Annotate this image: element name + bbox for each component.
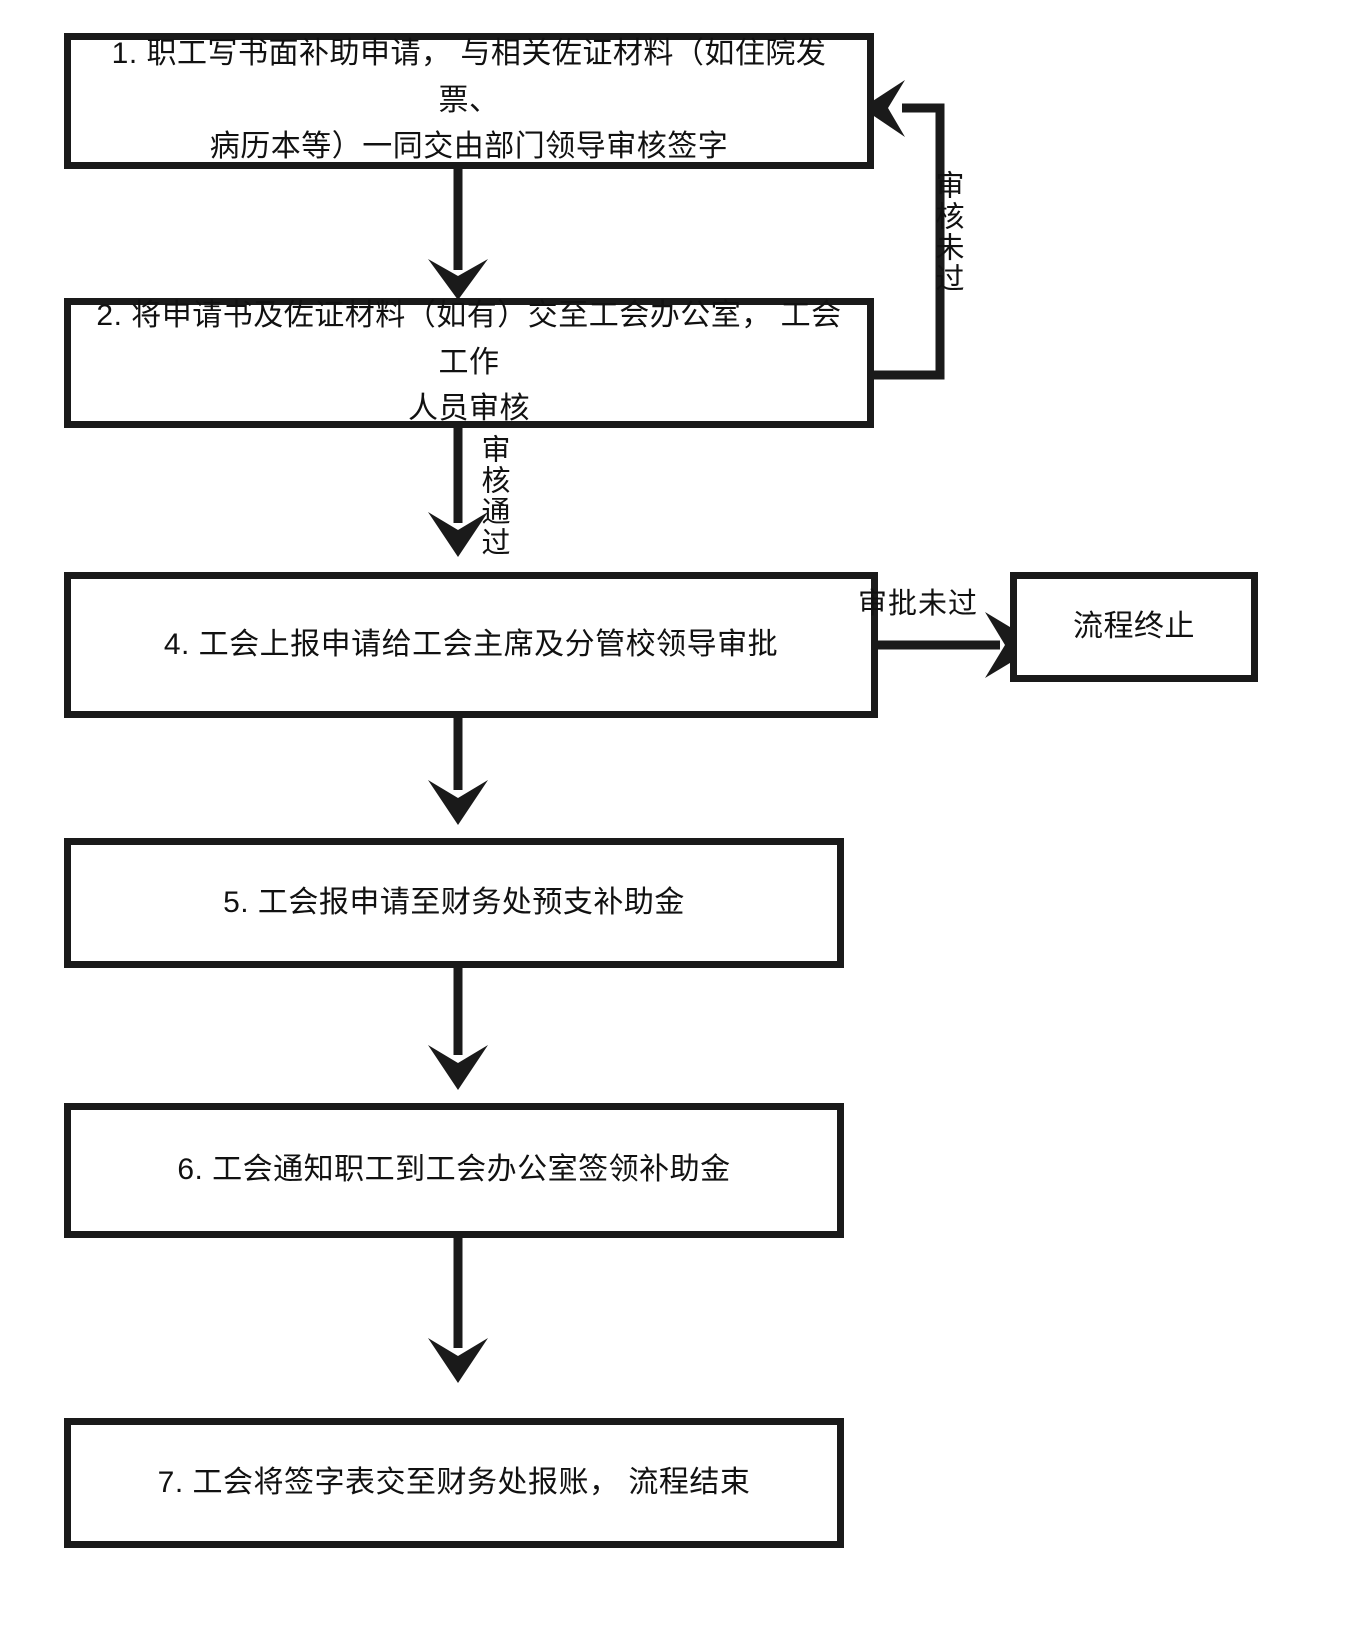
- node-step1[interactable]: 1. 职工写书面补助申请， 与相关佐证材料（如住院发票、 病历本等）一同交由部门…: [64, 33, 874, 169]
- node-step7[interactable]: 7. 工会将签字表交至财务处报账， 流程结束: [64, 1418, 844, 1548]
- node-step2-label: 2. 将申请书及佐证材料（如有）交至工会办公室， 工会工作 人员审核: [96, 299, 842, 426]
- node-step4-label: 4. 工会上报申请给工会主席及分管校领导审批: [163, 627, 779, 661]
- node-step5-label: 5. 工会报申请至财务处预支补助金: [223, 885, 685, 919]
- connector-step6-step7: [428, 1238, 488, 1383]
- node-step1-label: 1. 职工写书面补助申请， 与相关佐证材料（如住院发票、 病历本等）一同交由部门…: [111, 37, 827, 164]
- edge-label-review-passed: 审核通过: [477, 434, 509, 558]
- node-step7-label: 7. 工会将签字表交至财务处报账， 流程结束: [157, 1465, 751, 1499]
- edge-label-review-failed: 审核未过: [931, 170, 963, 294]
- node-step4[interactable]: 4. 工会上报申请给工会主席及分管校领导审批: [64, 572, 878, 718]
- node-terminate-label: 流程终止: [1073, 609, 1195, 643]
- connector-step4-step5: [428, 718, 488, 825]
- node-step6-label: 6. 工会通知职工到工会办公室签领补助金: [177, 1153, 731, 1187]
- node-step6[interactable]: 6. 工会通知职工到工会办公室签领补助金: [64, 1103, 844, 1238]
- edge-label-approval-failed: 审批未过: [858, 588, 979, 620]
- node-step5[interactable]: 5. 工会报申请至财务处预支补助金: [64, 838, 844, 968]
- node-terminate[interactable]: 流程终止: [1010, 572, 1258, 682]
- node-step2[interactable]: 2. 将申请书及佐证材料（如有）交至工会办公室， 工会工作 人员审核: [64, 298, 874, 428]
- connector-step1-step2: [428, 168, 488, 300]
- connector-step5-step6: [428, 968, 488, 1090]
